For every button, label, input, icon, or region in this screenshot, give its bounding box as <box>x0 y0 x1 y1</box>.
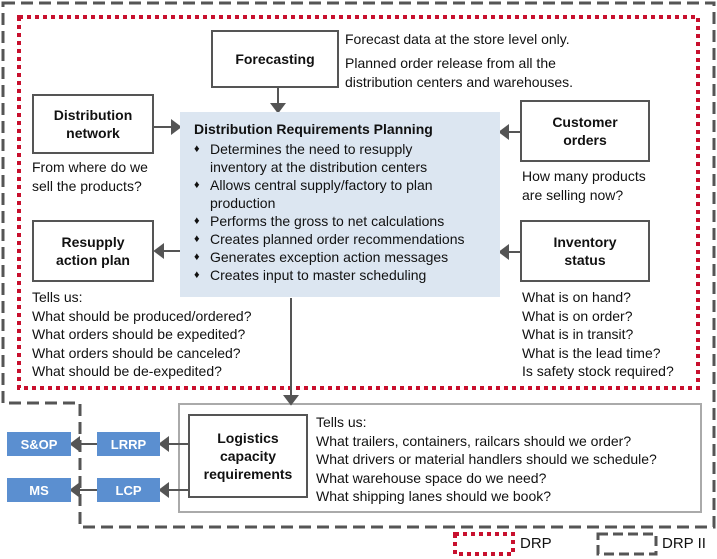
customer-orders-box: Customer orders <box>520 100 650 162</box>
distribution-network-note: From where do we sell the products? <box>32 159 148 194</box>
inventory-note: What is on hand? What is on order? What … <box>522 289 674 379</box>
lrrp-box: LRRP <box>97 432 160 456</box>
drp-item: ♦Creates input to master scheduling <box>194 267 427 283</box>
customer-orders-note: How many products are selling now? <box>522 168 646 203</box>
diamond-bullet-icon: ♦ <box>194 215 200 227</box>
legend-drp-swatch <box>453 532 515 556</box>
forecasting-note: Forecast data at the store level only. P… <box>345 31 574 90</box>
drp-panel: Distribution Requirements Planning ♦Dete… <box>180 112 500 297</box>
drp-boundary <box>17 15 700 390</box>
logistics-capacity-box: Logistics capacity requirements <box>188 414 308 498</box>
drp2-boundary <box>1 1 716 529</box>
drp-item: ♦Performs the gross to net calculations <box>194 213 445 229</box>
diamond-bullet-icon: ♦ <box>194 269 200 281</box>
forecasting-box: Forecasting <box>211 30 339 88</box>
distribution-network-box: Distribution network <box>32 94 154 154</box>
legend-drp-label: DRP <box>520 535 552 552</box>
resupply-action-plan-box: Resupply action plan <box>32 220 154 282</box>
logistics-note: Tells us: What trailers, containers, rai… <box>316 414 657 504</box>
lcp-box: LCP <box>97 478 160 502</box>
sop-box: S&OP <box>7 432 71 456</box>
legend-drp2-label: DRP II <box>662 535 706 552</box>
diamond-bullet-icon: ♦ <box>194 233 200 245</box>
drp-panel-title: Distribution Requirements Planning <box>194 121 433 137</box>
ms-box: MS <box>7 478 71 502</box>
forecasting-label: Forecasting <box>235 51 315 67</box>
diamond-bullet-icon: ♦ <box>194 179 200 191</box>
inventory-status-box: Inventory status <box>520 220 650 282</box>
diamond-bullet-icon: ♦ <box>194 251 200 263</box>
diamond-bullet-icon: ♦ <box>194 143 200 155</box>
legend-drp2-swatch <box>596 532 658 556</box>
drp-item: ♦Generates exception action messages <box>194 249 449 265</box>
resupply-note: Tells us: What should be produced/ordere… <box>32 289 252 379</box>
drp-item: ♦Creates planned order recommendations <box>194 231 465 247</box>
